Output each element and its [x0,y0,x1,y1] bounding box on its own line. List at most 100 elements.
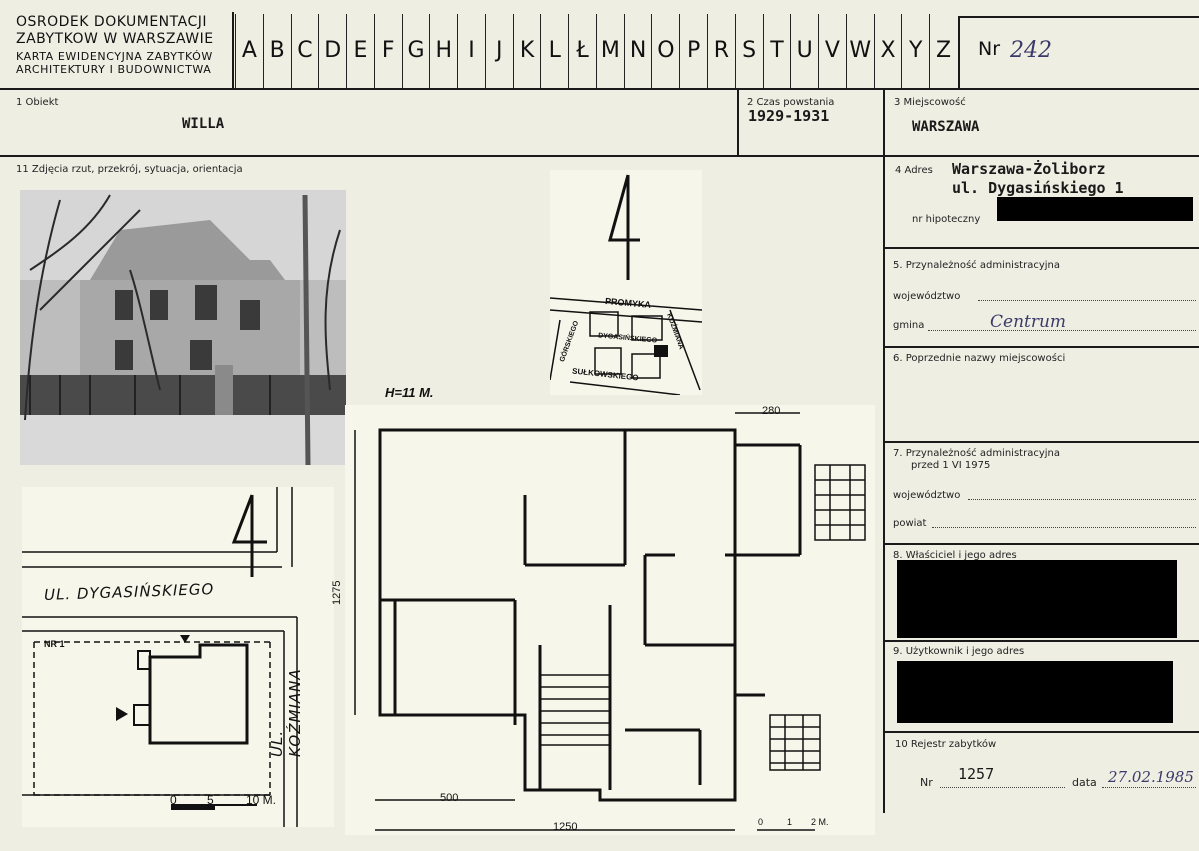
field-powiat-label: powiat [893,518,927,529]
index-letter: C [290,14,319,88]
location-map-drawing [549,174,703,396]
site-lot-number: NR 1 [44,639,65,649]
field-data-value: 27.02.1985 [1108,768,1194,786]
field-miejscowosc-label: 3 Miejscowość [894,97,966,108]
field-czas-value: 1929-1931 [748,107,830,125]
field-poprzednie-label: 6. Poprzednie nazwy miejscowości [893,353,1066,364]
field-adres-line1: Warszawa-Żoliborz [952,160,1106,178]
field-wojewodztwo-label: województwo [893,291,961,302]
plan-height-note: H=11 M. [385,385,434,400]
wojewodztwo2-line [968,499,1196,500]
index-letter: Y [901,14,929,88]
record-number-box [958,16,1199,90]
index-letter: B [262,14,291,88]
record-number-value: 242 [1010,38,1052,63]
plan-dim-280: 280 [762,405,781,417]
plan-scale-2: 2 M. [811,817,829,827]
field-gmina-label: gmina [893,320,925,331]
rejestr-nr-line [940,787,1065,788]
field-czas-label: 2 Czas powstania [747,97,835,108]
site-scale-5: 5 [207,793,214,807]
floor-plan-drawing [354,412,866,831]
index-letter: R [707,14,735,88]
plan-dim-1250: 1250 [553,821,578,833]
field-obiekt-label: 1 Obiekt [16,97,59,108]
record-number-label: Nr [978,38,1001,60]
plan-dim-500: 500 [440,792,459,804]
index-letter: O [651,14,679,88]
field-gmina-value: Centrum [990,312,1067,332]
index-letter: F [373,14,402,88]
index-letter: S [734,14,763,88]
index-letter: U [790,14,818,88]
redacted-wlasciciel [897,560,1177,638]
field-uzytkownik-label: 9. Użytkownik i jego adres [893,646,1025,657]
redacted-uzytkownik [897,661,1173,723]
field-przynaleznosc2-sub: przed 1 VI 1975 [911,460,991,471]
index-letter: H [429,14,457,88]
redacted-hipoteczny [997,197,1193,221]
field-rejestr-label: 10 Rejestr zabytków [895,739,997,750]
row-rule-7 [885,543,1199,545]
field-hipoteczny-label: nr hipoteczny [912,214,981,225]
index-letter: Z [929,14,957,88]
organization-name: OSRODEK DOKUMENTACJI ZABYTKOW W WARSZAWI… [16,14,214,76]
row-rule-6 [885,441,1199,443]
index-letter: I [457,14,485,88]
index-letter: M [595,14,624,88]
index-letter: G [401,14,430,88]
index-letter: D [318,14,346,88]
index-letter: P [679,14,707,88]
field-miejscowosc-value: WARSZAWA [912,119,980,135]
plan-dim-1275: 1275 [331,580,343,605]
field-wlasciciel-label: 8. Właściciel i jego adres [893,550,1017,561]
site-plan: UL. DYGASIŃSKIEGO UL. KOŹMIANA NR 1 0 5 … [22,487,334,827]
field-adres-line2: ul. Dygasińskiego 1 [952,179,1124,197]
wojewodztwo-line [978,300,1196,301]
index-letter: X [873,14,902,88]
site-street-kozmiana: UL. KOŹMIANA [268,668,304,757]
field-adres-label: 4 Adres [895,165,933,176]
index-letter: Ł [568,14,596,88]
index-letter: J [484,14,513,88]
floor-plan: H=11 M. 280 1275 500 1250 0 1 2 M. [331,385,875,835]
header-divider [232,12,234,90]
data-line [1102,787,1196,788]
row-rule-4 [885,247,1199,249]
index-letter: N [623,14,652,88]
plan-scale-1: 1 [787,817,793,827]
row-rule-5 [885,346,1199,348]
field-data-label: data [1072,776,1097,789]
row1-bottom-rule [0,155,1199,157]
building-photo-drawing [20,190,346,465]
index-letter: E [346,14,374,88]
index-letter: V [818,14,846,88]
site-scale-10: 10 M. [246,793,277,807]
location-map: PROMYKA DYGASIŃSKIEGO SUŁKOWSKIEGO GÓRSK… [549,170,703,396]
index-letter: K [512,14,541,88]
building-photo [20,190,346,465]
site-plan-drawing [22,487,298,827]
index-letter: T [762,14,791,88]
row-rule-9 [885,731,1199,733]
gmina-line [928,330,1196,331]
row1-divider-1 [737,88,739,156]
plan-scale-0: 0 [758,817,764,827]
site-scale-0: 0 [170,793,177,807]
field-rejestr-nr-value: 1257 [958,765,995,783]
right-column-divider [883,88,885,813]
index-letter: W [845,14,874,88]
powiat-line [932,527,1196,528]
field-zdjecia-label: 11 Zdjęcia rzut, przekrój, sytuacja, ori… [16,164,243,175]
field-przynaleznosc-label: 5. Przynależność administracyjna [893,260,1060,271]
index-letter: A [235,14,263,88]
field-obiekt-value: WILLA [182,116,225,132]
row-rule-8 [885,640,1199,642]
field-wojewodztwo2-label: województwo [893,490,961,501]
header-bottom-rule [0,88,1199,90]
field-rejestr-nr-label: Nr [920,776,933,789]
field-przynaleznosc2-label: 7. Przynależność administracyjna [893,448,1060,459]
index-letter: L [540,14,568,88]
